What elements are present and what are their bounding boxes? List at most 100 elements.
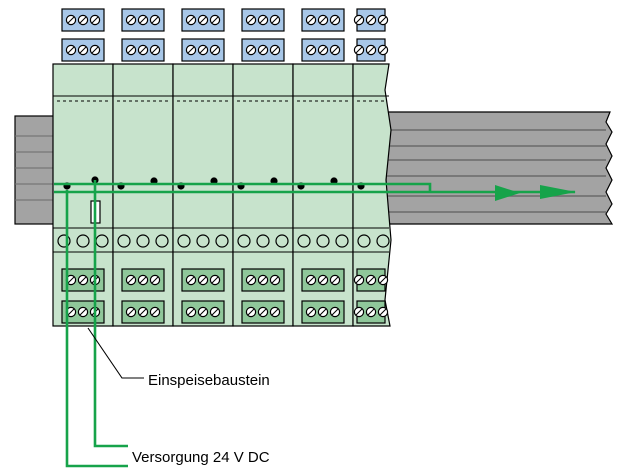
- module-2: [112, 8, 174, 327]
- screw-slot: [331, 16, 339, 24]
- screw-slot: [187, 16, 195, 24]
- rail-right-extension: [385, 111, 614, 225]
- screw-slot: [379, 16, 387, 24]
- terminal-block: [61, 38, 105, 62]
- screw-slot: [67, 46, 75, 54]
- screw-slot: [151, 308, 159, 316]
- bus-line-upper: [54, 182, 432, 193]
- screw-slot: [379, 46, 387, 54]
- screw-slot: [139, 276, 147, 284]
- screw-slot: [199, 46, 207, 54]
- screw-slot: [379, 276, 387, 284]
- screw-slot: [127, 276, 135, 284]
- screw-slot: [271, 46, 279, 54]
- rail-left-grooves: [15, 135, 57, 201]
- screw-slot: [79, 276, 87, 284]
- screw-slot: [67, 276, 75, 284]
- leader-feed-module: [87, 327, 144, 379]
- screw-slot: [139, 46, 147, 54]
- screw-slot: [79, 16, 87, 24]
- screw-slot: [307, 46, 315, 54]
- screw-slot: [367, 46, 375, 54]
- screw-slot: [139, 308, 147, 316]
- screw-slot: [67, 16, 75, 24]
- test-point-icon: [215, 234, 229, 248]
- screw-slot: [127, 308, 135, 316]
- screw-slot: [319, 308, 327, 316]
- screw-slot: [211, 276, 219, 284]
- screw-slot: [331, 308, 339, 316]
- terminal-block: [121, 300, 165, 324]
- screw-slot: [247, 308, 255, 316]
- terminal-block: [241, 8, 285, 32]
- terminal-block: [181, 268, 225, 292]
- screw-slot: [79, 308, 87, 316]
- module-1: [52, 8, 114, 327]
- screw-slot: [211, 308, 219, 316]
- terminal-block: [241, 300, 285, 324]
- power-bus: [54, 180, 576, 468]
- screw-slot: [247, 46, 255, 54]
- supply-wire-plus: [93, 180, 128, 448]
- screw-slot: [307, 276, 315, 284]
- test-point-icon: [57, 234, 71, 248]
- screw-slot: [211, 16, 219, 24]
- screw-slot: [319, 276, 327, 284]
- screw-slot: [367, 308, 375, 316]
- module-5: [292, 8, 354, 327]
- test-point-icon: [316, 234, 330, 248]
- terminal-block: [61, 300, 105, 324]
- screw-slot: [355, 276, 363, 284]
- screw-slot: [211, 46, 219, 54]
- screw-slot: [199, 16, 207, 24]
- din-rail: [14, 111, 614, 225]
- terminal-block: [181, 38, 225, 62]
- test-point-icon: [117, 234, 131, 248]
- test-point-icon: [376, 234, 390, 248]
- terminal-block: [301, 300, 345, 324]
- screw-slot: [199, 276, 207, 284]
- module-4: [232, 8, 294, 327]
- label-feed-module: Einspeisebaustein: [148, 372, 270, 389]
- screw-slot: [187, 308, 195, 316]
- arrow-right-icon: [540, 185, 576, 199]
- terminal-block: [121, 38, 165, 62]
- module-6: [352, 8, 392, 327]
- screw-slot: [247, 276, 255, 284]
- screw-slot: [67, 308, 75, 316]
- screw-slot: [259, 308, 267, 316]
- screw-slot: [355, 308, 363, 316]
- test-point-icon: [256, 234, 270, 248]
- terminal-block: [181, 8, 225, 32]
- terminal-block: [301, 8, 345, 32]
- terminal-block: [301, 268, 345, 292]
- screw-slot: [367, 16, 375, 24]
- terminal-block: [241, 268, 285, 292]
- screw-slot: [151, 276, 159, 284]
- terminal-block: [241, 38, 285, 62]
- screw-slot: [259, 16, 267, 24]
- terminal-block: [61, 268, 105, 292]
- module-3: [172, 8, 234, 327]
- test-point-icon: [297, 234, 311, 248]
- terminal-block: [181, 300, 225, 324]
- test-point-icon: [335, 234, 349, 248]
- screw-slot: [319, 16, 327, 24]
- arrow-right-icon: [495, 185, 520, 201]
- screw-slot: [331, 276, 339, 284]
- screw-slot: [355, 46, 363, 54]
- screw-slot: [79, 46, 87, 54]
- screw-slot: [187, 46, 195, 54]
- module-housing: [352, 63, 392, 327]
- screw-slot: [151, 16, 159, 24]
- test-point-icon: [196, 234, 210, 248]
- screw-slot: [271, 276, 279, 284]
- screw-slot: [139, 16, 147, 24]
- test-point-icon: [155, 234, 169, 248]
- terminal-block: [353, 300, 389, 324]
- modules: [52, 8, 392, 327]
- screw-slot: [379, 308, 387, 316]
- label-supply: Versorgung 24 V DC: [132, 449, 270, 466]
- screw-slot: [199, 308, 207, 316]
